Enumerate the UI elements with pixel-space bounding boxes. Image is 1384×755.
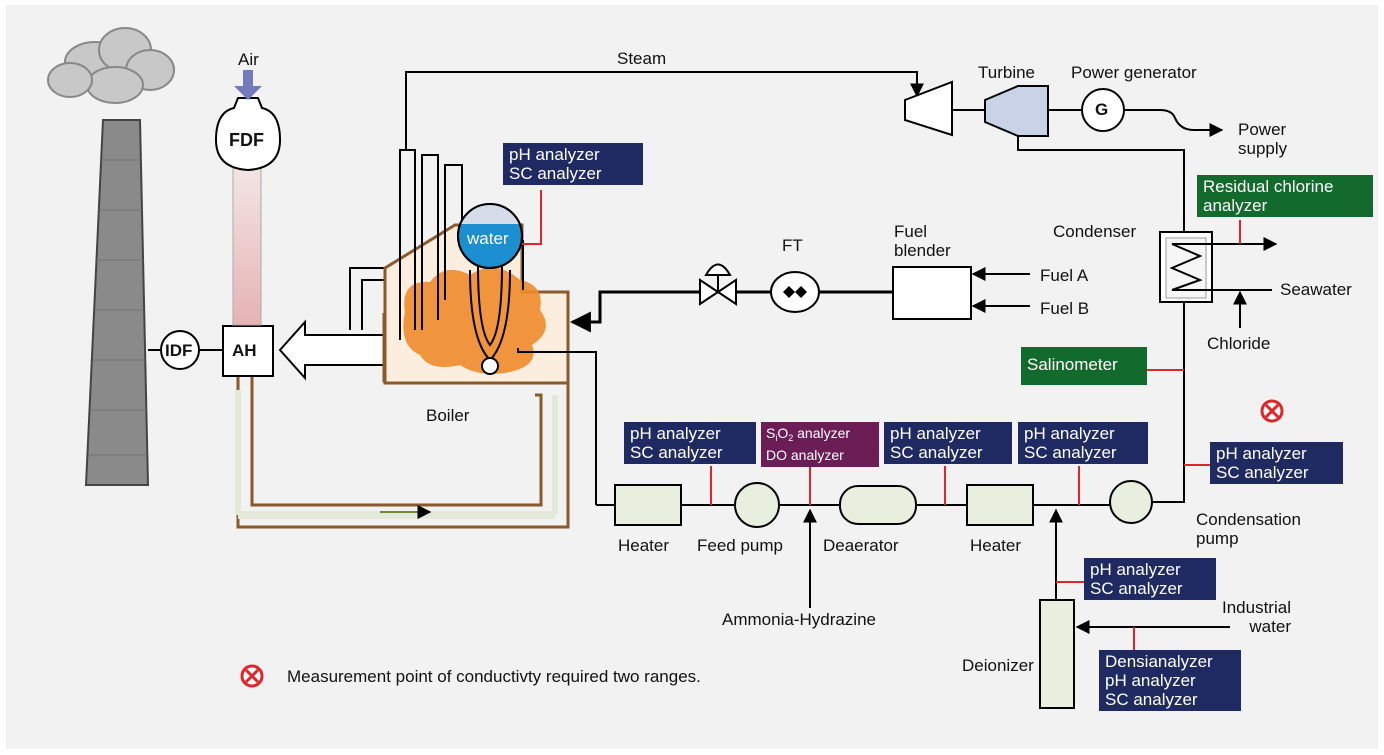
flue-duct-inner <box>250 377 543 507</box>
analyzer-after-heater: pH analyzer SC analyzer <box>624 422 756 464</box>
analyzer-after-deaerator: pH analyzer SC analyzer <box>884 422 1012 464</box>
fuel-a-label: Fuel A <box>1040 266 1089 285</box>
fdf-fan <box>214 97 282 172</box>
air-arrow-icon <box>234 70 262 100</box>
feed-pump-label: Feed pump <box>697 536 783 555</box>
analyzer-connectors <box>522 190 1241 650</box>
deionizer-label: Deionizer <box>962 656 1034 675</box>
analyzer-sio2-do: SiO2 analyzer DO analyzer <box>761 422 879 467</box>
power-supply-label: Power supply <box>1238 120 1288 158</box>
power-generator-label: Power generator <box>1071 63 1197 82</box>
legend-marker-icon <box>240 664 264 688</box>
analyzer-after-heater-right: pH analyzer SC analyzer <box>1018 422 1148 464</box>
deaerator <box>839 485 917 525</box>
steam-label: Steam <box>617 49 667 68</box>
diagram-panel <box>6 5 1378 749</box>
condensation-pump <box>1109 480 1153 524</box>
seawater-label: Seawater <box>1280 280 1352 299</box>
legend-text: Measurement point of conductivty require… <box>287 667 701 686</box>
condenser-coil-icon <box>1169 243 1212 291</box>
analyzer-residual-chlorine: Residual chlorine analyzer <box>1197 175 1373 217</box>
fuel-blender <box>892 266 972 320</box>
smoke-icon <box>47 27 175 104</box>
flue-gas-arrow-icon <box>278 319 385 381</box>
analyzer-boiler-drum: pH analyzer SC analyzer <box>503 143 643 185</box>
two-range-marker-icon <box>1260 399 1284 423</box>
chimney-texture <box>88 159 148 456</box>
deaerator-label: Deaerator <box>823 536 899 555</box>
heater-left <box>614 484 682 526</box>
boiler-tubes <box>399 149 511 362</box>
analyzer-deionizer-outlet: pH analyzer SC analyzer <box>1084 558 1216 600</box>
heater-right <box>966 484 1034 526</box>
heater-right-label: Heater <box>970 536 1022 555</box>
fuel-line <box>569 290 893 333</box>
mud-drum <box>481 357 499 375</box>
chloride-label: Chloride <box>1207 334 1271 353</box>
water-label: water <box>467 229 509 248</box>
ah-label: AH <box>232 341 257 360</box>
steam-line <box>405 71 924 150</box>
analyzer-salinometer: Salinometer <box>1021 347 1147 385</box>
air-heater-ah <box>222 325 274 377</box>
condensation-pump-label: Condensation pump <box>1196 510 1301 548</box>
generator-symbol: G <box>1095 100 1109 119</box>
analyzer-condensate: pH analyzer SC analyzer <box>1210 442 1343 484</box>
power-supply-line <box>1124 109 1224 137</box>
heater-left-label: Heater <box>618 536 670 555</box>
fdf-label: FDF <box>229 130 264 150</box>
condenser-label: Condenser <box>1053 222 1137 241</box>
idf-label: IDF <box>165 341 193 360</box>
boiler-label: Boiler <box>426 406 470 425</box>
air-label: Air <box>238 50 259 69</box>
chimney <box>84 119 150 486</box>
air-duct <box>232 164 262 326</box>
fuel-blender-label: Fuel blender <box>894 222 951 260</box>
fuel-b-label: Fuel B <box>1040 299 1090 318</box>
turbine <box>984 85 1049 137</box>
analyzer-industrial-water: Densianalyzer pH analyzer SC analyzer <box>1099 650 1241 711</box>
industrial-water-label: Industrial water <box>1222 598 1291 636</box>
control-valve-icon <box>699 263 737 306</box>
feed-pump <box>734 482 780 528</box>
ft-label: FT <box>782 236 803 255</box>
ammonia-hydrazine-label: Ammonia-Hydrazine <box>722 610 876 629</box>
turbine-label: Turbine <box>978 63 1036 82</box>
hp-turbine <box>904 80 953 137</box>
deionizer <box>1039 599 1075 709</box>
